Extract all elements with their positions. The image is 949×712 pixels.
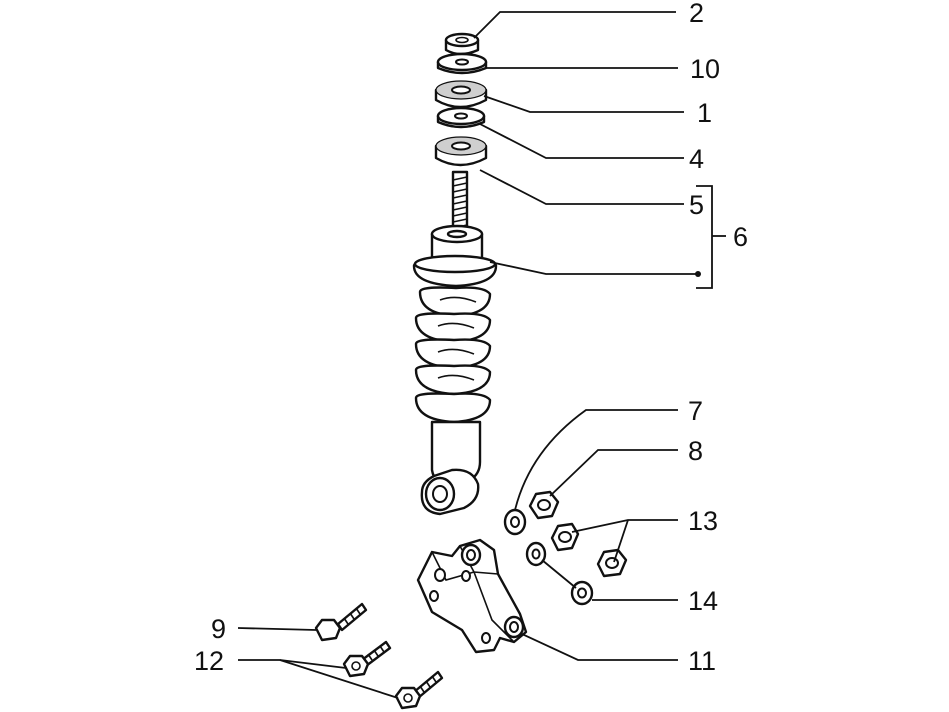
part-7-washer [503,508,527,536]
part-14-washer-b [570,580,594,606]
part-8-nut [528,490,560,520]
part-10-washer [436,52,488,75]
part-9-bolt [314,602,368,642]
part-4-washer [436,106,486,129]
callout-6: 6 [733,222,748,252]
part-12-bolt-a [342,640,392,678]
callout-14: 14 [688,586,718,616]
callout-9: 9 [211,614,226,644]
shock-absorber [412,170,498,516]
part-11-bracket [416,538,528,654]
part-5-rubber-bush [434,136,488,167]
callout-labels: 2 10 1 4 5 6 7 8 13 14 11 9 12 [194,0,748,676]
callout-1: 1 [697,98,712,128]
part-2-top-nut [444,32,480,56]
callout-8: 8 [688,436,703,466]
callout-4: 4 [689,144,704,174]
part-13-nut-a [550,522,580,552]
callout-11: 11 [688,646,716,676]
part-1-rubber-bush [434,80,488,109]
callout-7: 7 [688,396,703,426]
part-12-bolt-b [394,670,444,710]
callout-5: 5 [689,190,704,220]
callout-2: 2 [689,0,704,28]
leader-lines [237,11,726,699]
callout-13: 13 [688,506,718,536]
part-14-washer-a [525,541,547,567]
callout-12: 12 [194,646,224,676]
callout-10: 10 [690,54,720,84]
spring-coils [414,286,492,424]
part-13-nut-b [596,548,628,578]
